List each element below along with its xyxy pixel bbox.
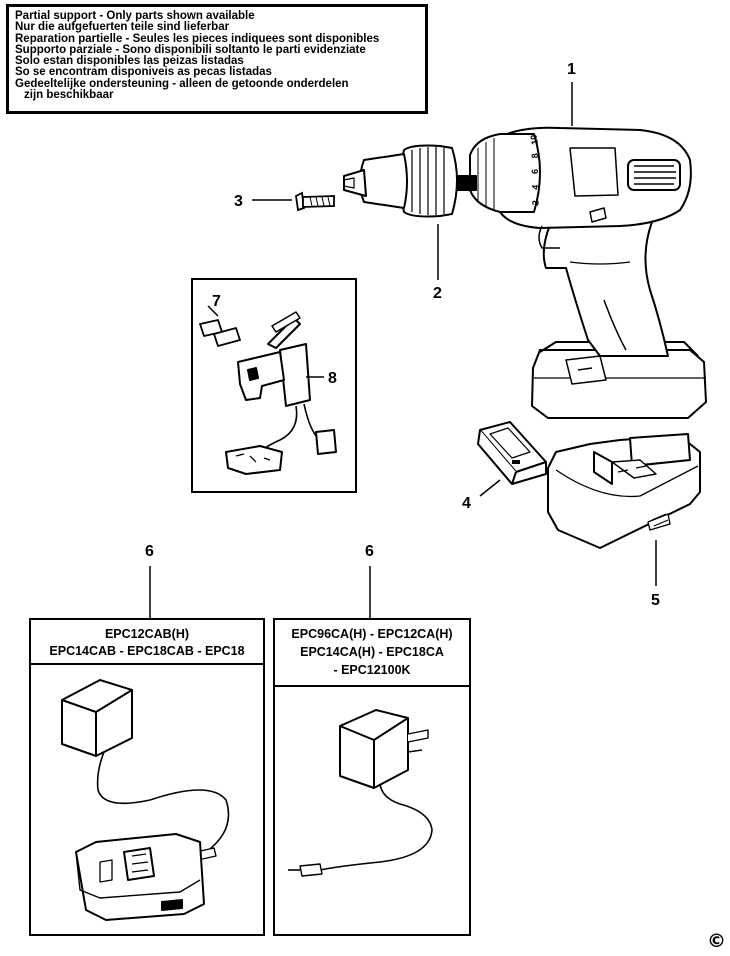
callout-battery: 5 — [651, 592, 660, 609]
torque-ring-markings: 2 4 6 8 10 — [528, 134, 540, 207]
charger-right-frame — [273, 618, 471, 936]
notice-line: Gedeeltelijke ondersteuning - alleen de … — [15, 77, 349, 90]
chuck-screw — [295, 191, 335, 212]
charger-left-illustration — [61, 679, 230, 921]
notice-line: Partial support - Only parts shown avail… — [15, 10, 255, 22]
notice-line: Nur die aufgefuerten teile sind lieferba… — [15, 21, 230, 34]
callout-charger-right: 6 — [365, 543, 374, 560]
charger-left-frame — [29, 618, 265, 936]
notice-line: So se encontram disponiveis as pecas lis… — [15, 66, 272, 79]
charger-left-title: EPC14CAB - EPC18CAB - EPC18 — [49, 644, 244, 658]
charger-right-illustration — [288, 709, 433, 877]
charger-right-title: EPC96CA(H) - EPC12CA(H) — [291, 627, 452, 641]
charger-right-title: EPC14CA(H) - EPC18CA — [300, 645, 444, 659]
switch-clip — [199, 319, 241, 347]
callout-chuck: 2 — [433, 285, 442, 302]
charger-right-title: - EPC12100K — [333, 663, 410, 677]
chuck — [343, 144, 477, 218]
torque-mark: 10 — [528, 134, 540, 146]
torque-mark: 2 — [530, 200, 541, 207]
switch-inset-frame — [191, 278, 357, 493]
battery-terminal-cover — [477, 421, 547, 485]
callout-chuck-screw: 3 — [234, 193, 243, 210]
callout-drill: 1 — [567, 61, 576, 78]
torque-mark: 4 — [530, 184, 540, 190]
partial-support-notice: Partial support - Only parts shown avail… — [6, 4, 428, 114]
callout-charger-left: 6 — [145, 543, 154, 560]
callout-battery-clip: 4 — [462, 495, 471, 512]
charger-left-title: EPC12CAB(H) — [105, 627, 189, 641]
notice-line: zijn beschikbaar — [24, 89, 114, 102]
notice-line: Solo estan disponibles las peizas listad… — [15, 55, 244, 68]
callout-switch: 8 — [328, 370, 337, 387]
callout-switch-part: 7 — [212, 293, 221, 310]
battery-pack — [547, 433, 701, 549]
notice-line: Supporto parziale - Sono disponibili sol… — [15, 43, 366, 56]
copyright-symbol: © — [707, 930, 726, 952]
notice-line: Reparation partielle - Seules les pieces… — [15, 32, 380, 45]
torque-mark: 6 — [530, 169, 540, 174]
torque-mark: 8 — [530, 153, 540, 159]
leader-lines — [149, 82, 657, 618]
switch-assembly — [225, 311, 337, 475]
drill-body — [469, 126, 707, 419]
